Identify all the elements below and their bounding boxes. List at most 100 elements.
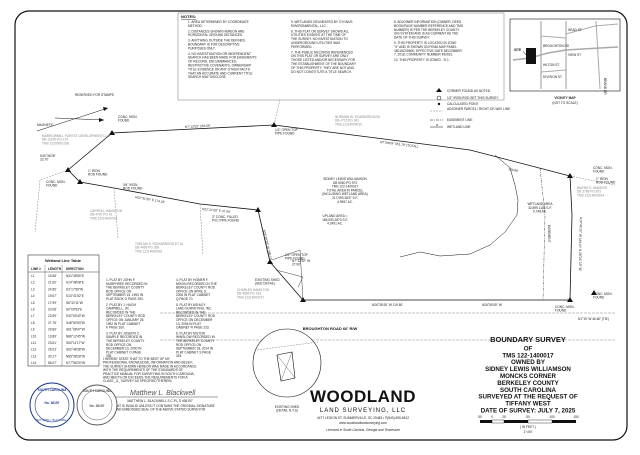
company-address: 4477 LEGION ST. SUMMERVILLE, SC 29483 • … <box>317 416 409 420</box>
surveyor-seal-right: SOUTH CAROLINA No. 36197 <box>76 384 118 426</box>
corner-label: CONC. MON.FOUND <box>593 292 613 300</box>
wetland-table-cell: S3°17'59"W <box>66 287 83 291</box>
shed-detail: EXISTING SHED(DETAIL N.T.S) <box>252 328 322 413</box>
point-bearing-label: S40°36'26"23.70' <box>40 154 56 162</box>
company-web: www.woodlandlandsurveying.com <box>339 421 387 425</box>
wetland-table-cell: L7 <box>31 314 35 318</box>
title-line: DATE OF SURVEY: JULY 7, 2025 <box>481 408 576 415</box>
wetland-table-cell: L10 <box>31 334 37 338</box>
wetland-table-cell: 56.07' <box>48 361 57 365</box>
vicinity-street-label: VIEW ST <box>568 53 581 57</box>
corner-marker <box>77 179 83 184</box>
scale-tick-label: 100 <box>549 415 555 419</box>
seal-number-text: No. 36197 <box>90 404 105 408</box>
scale-tick-label: 150 <box>573 415 579 419</box>
wetland-table-cell: S61°08'47"W <box>66 328 85 332</box>
company-tagline: Licensed in South Carolina, Georgia and … <box>326 428 400 432</box>
seal-name-text: MATTHEW L. BLACKWELL <box>36 418 69 422</box>
title-line: MONCKS CORNER <box>500 373 557 380</box>
vicinity-road-label: BROUGHTON RD <box>543 44 570 48</box>
corner-marker <box>567 173 573 178</box>
magnetic-label: MAGNETIC <box>37 123 55 127</box>
wetland-table-cell: S62°48'38"W <box>66 348 85 352</box>
bearing-label: N22°21'28" E 37.09' <box>202 207 231 214</box>
wetland-table-cell: S14°48'08"E <box>66 281 84 285</box>
wetland-table-cell: L4 <box>31 294 35 298</box>
wetland-table-cell: L1 <box>31 274 35 278</box>
corner-label: CONC. MON.FOUND <box>593 166 613 174</box>
corner-label: CONC. MON.FOUND <box>46 180 66 188</box>
vicinity-site-label: SITE <box>514 48 521 52</box>
title-line: SURVEYED AT THE REQUEST OF <box>478 394 577 401</box>
bearing-label: N7°08'09" 551.78' (TOTAL) <box>380 140 419 149</box>
wetland-table-header: LENGTH <box>48 267 62 271</box>
easement-label: EASEMENT <box>547 225 551 243</box>
bearing-label: N7°12'52" 253.66' <box>185 124 211 129</box>
wetland-table-cell: L8 <box>31 321 35 325</box>
wetland-table-cell: L2 <box>31 281 35 285</box>
svg-text:W: W <box>436 124 439 127</box>
vicinity-street-label: HILTON ST <box>543 63 559 67</box>
wetland-table-cell: L11 <box>31 341 36 345</box>
wetland-table-cell: L13 <box>31 354 37 358</box>
wetland-table-header: DIRECTION <box>66 267 84 271</box>
bearing-label: N19°46'19" W 184.97' <box>578 217 583 249</box>
surveyor-name: MATTHEW L. BLACKWELL S.C.P.L.S #36197 <box>127 399 193 403</box>
vicinity-site-marker <box>526 48 536 64</box>
title-line: SOUTH CAROLINA <box>500 387 557 394</box>
tie-label: N1°19' W 46.60' (TIE) <box>578 317 609 321</box>
corner-marker <box>267 259 273 264</box>
wetland-table-title: Wetland Line Table <box>45 258 82 263</box>
legend: CORNER FOUND AS NOTED 1/2" IRON ROD SET … <box>430 88 510 129</box>
corner-found-symbol <box>436 88 442 92</box>
legend-item: WETLAND LINE <box>447 125 471 129</box>
surveyor-seal-left: SOUTH CAROLINA No. 36197 MATTHEW L. BLAC… <box>29 382 75 428</box>
wetland-table-cell: L6 <box>31 308 35 312</box>
title-line: TIFFANY WEST <box>505 401 550 408</box>
title-line: BOUNDARY SURVEY <box>490 335 566 344</box>
wetland-table-cell: L5 <box>31 301 35 305</box>
wetland-table-cell: L9 <box>31 328 35 332</box>
vicinity-street-label: HEAD ST <box>568 28 582 32</box>
company-name: WOODLAND <box>310 387 416 406</box>
scale-tick-label: 25 <box>502 415 506 419</box>
wetland-table-cell: 23.61' <box>48 341 57 345</box>
corner-marker <box>567 297 573 302</box>
shed-detail-label: EXISTING SHED(DETAIL N.T.S) <box>275 405 300 413</box>
wetland-table-cell: 23.59' <box>48 314 57 318</box>
north-arrow: MAGNETIC <box>36 107 109 132</box>
wetland-table-cell: 17.99' <box>48 301 57 305</box>
iron-rod-set-symbol <box>436 95 442 101</box>
wetland-table-cell: S0°00'53"E <box>66 308 82 312</box>
bearing-label: N22°31'39" E 174.33' <box>135 195 166 204</box>
existing-shed-label: EXISTING SHED(SEE DETAIL) <box>255 278 280 286</box>
wetland-table-cell: N77°56'29"W <box>66 361 85 365</box>
road-label: BROUGHTON ROAD 66' R/W <box>303 326 358 331</box>
wetland-table-cell: S13°41'52"E <box>66 294 84 298</box>
vicinity-street-label: DIVISION ST <box>543 75 562 79</box>
wetland-table-cell: S54°11'17"W <box>66 341 85 345</box>
title-line: SIDNEY LEWIS WILLIAMSON <box>485 366 571 373</box>
title-line: BERKELEY COUNTY <box>497 380 559 387</box>
scale-unit: ( IN FEET ) <box>520 425 536 429</box>
wetland-table-cell: 15.58' <box>48 274 57 278</box>
calculated-point-symbol <box>437 102 441 106</box>
wetland-table-cell: 20.08' <box>48 308 57 312</box>
wetland-table-cell: N86°12'45"W <box>66 334 85 338</box>
bearing-label: 169.89' <box>508 167 519 173</box>
